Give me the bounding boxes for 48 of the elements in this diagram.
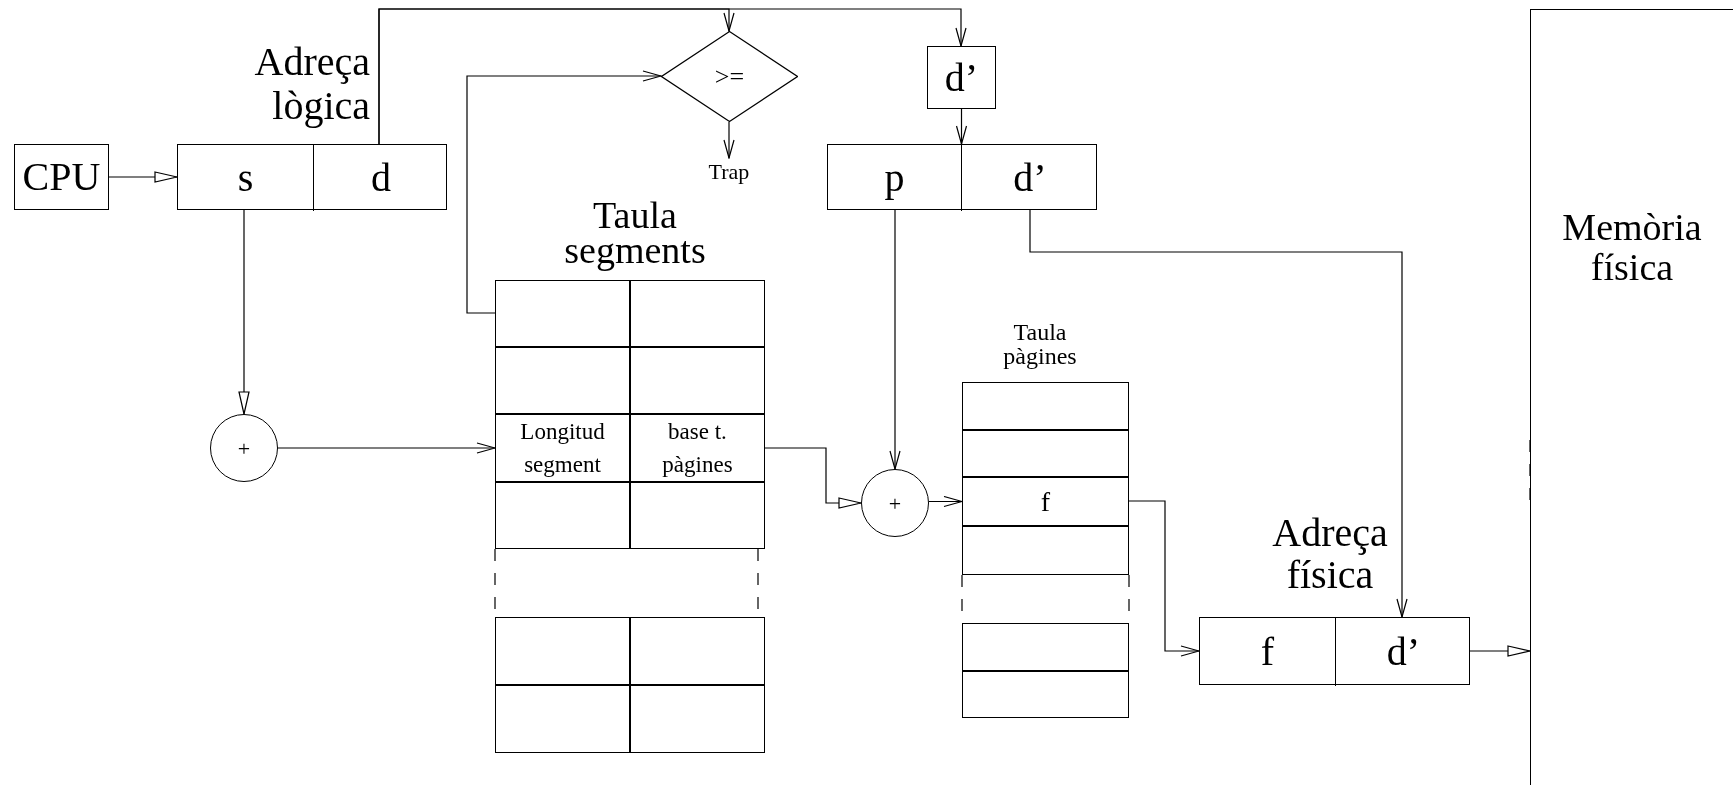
- arrow: [889, 209, 901, 470]
- table-cell: [962, 671, 1129, 718]
- table-cell: [962, 623, 1129, 671]
- table-cell: base t. pàgines: [630, 414, 765, 482]
- register-box: [177, 144, 447, 210]
- register-field: d’: [962, 145, 1098, 211]
- register-field: p: [828, 145, 962, 211]
- arrow: [764, 447, 862, 509]
- trap-label: Trap: [705, 158, 753, 184]
- table-cell: [495, 482, 630, 549]
- comparator-diamond: >=: [661, 31, 798, 122]
- table-cell: [630, 685, 765, 753]
- table-cell: [495, 347, 630, 414]
- arrow: [723, 121, 735, 159]
- table-cell: [962, 382, 1129, 430]
- table-cell: [630, 347, 765, 414]
- register-box: [827, 144, 1097, 210]
- memory-block: Memòria física: [1530, 9, 1733, 785]
- offset-box: d’: [927, 46, 996, 109]
- table-cell: [630, 482, 765, 549]
- register-field: d: [314, 145, 448, 211]
- register-box: [1199, 617, 1470, 685]
- table-cell: [962, 430, 1129, 477]
- arrow: [928, 495, 963, 508]
- table-heading: Taula pàgines: [1002, 320, 1078, 368]
- table-cell: [630, 280, 765, 347]
- arrow: [955, 108, 968, 145]
- arrow: [1469, 645, 1531, 657]
- arrow: [378, 8, 967, 145]
- cpu-box: CPU: [14, 144, 109, 210]
- register-field: d’: [1336, 618, 1471, 686]
- table-cell: [495, 280, 630, 347]
- register-field: s: [178, 145, 314, 211]
- address-heading: Adreça física: [1271, 512, 1389, 596]
- arrow: [466, 70, 662, 314]
- arrow: [108, 171, 178, 183]
- register-field: f: [1200, 618, 1336, 686]
- table-cell: [495, 617, 630, 685]
- address-heading: Adreça lògica: [253, 40, 370, 128]
- arrow: [277, 442, 496, 454]
- arrow: [1029, 209, 1408, 618]
- arrow: [238, 209, 250, 415]
- table-cell: Longitud segment: [495, 414, 630, 482]
- arrow: [1128, 500, 1200, 657]
- table-cell: [495, 685, 630, 753]
- table-cell: [962, 526, 1129, 575]
- table-cell: f: [962, 477, 1129, 526]
- table-cell: [630, 617, 765, 685]
